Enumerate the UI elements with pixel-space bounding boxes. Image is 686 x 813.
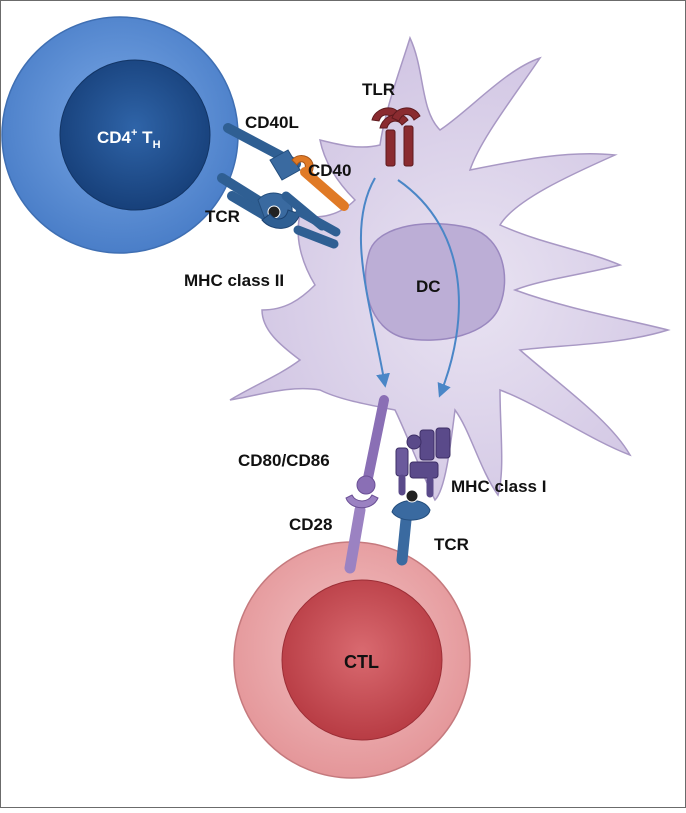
dc-nucleus [364,222,506,341]
mhc-class-ii-receptor [261,191,341,249]
cd40-label: CD40 [308,161,351,180]
cd40l-receptor [223,123,301,181]
cd80-cd86-receptor [356,395,389,495]
mhc-class-ii-label: MHC class II [184,271,284,290]
arrow-tlr-to-cd80 [359,177,390,388]
cd80-cd86-label: CD80/CD86 [238,451,330,470]
dc-label: DC [416,277,441,296]
tlr-label: TLR [362,80,395,99]
cd40l-label: CD40L [245,113,299,132]
th-cell-nucleus [59,59,211,211]
arrow-tlr-to-mhc1 [397,179,460,398]
tcr-top-label: TCR [205,207,240,226]
th-cell-label: CD4+ TH [97,127,161,151]
cd40-receptor [291,155,349,211]
cd28-label: CD28 [289,515,332,534]
tcr-bottom-label: TCR [434,535,469,554]
mhc-class-i-label: MHC class I [451,477,546,496]
tlr-receptor [371,107,421,167]
ctl-cell-label: CTL [344,652,379,672]
ctl-cell-nucleus [281,579,443,741]
mhc-class-i-receptor [395,427,451,498]
cd28-receptor [344,494,379,574]
tcr-bottom-receptor [391,489,431,566]
